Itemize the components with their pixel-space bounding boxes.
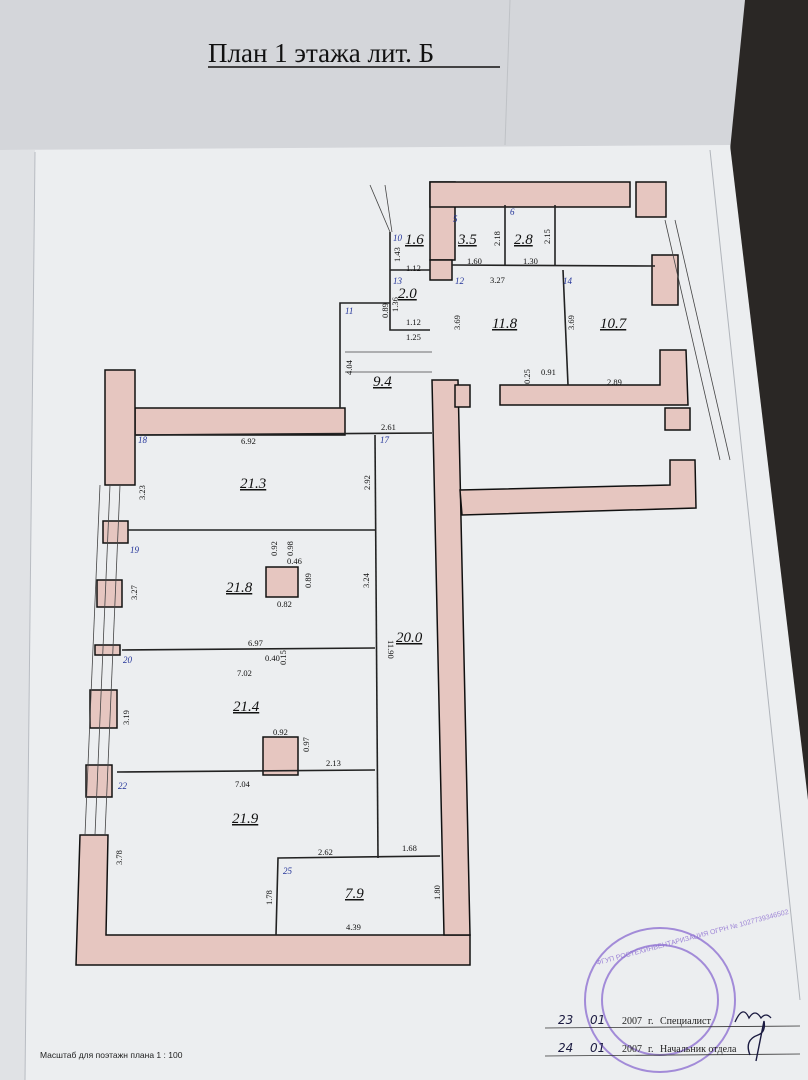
dimension-label: 7.04 <box>235 779 251 789</box>
room-number: 5 <box>453 214 458 224</box>
dimension-label: 2.62 <box>318 847 333 857</box>
dimension-label: 1.68 <box>402 843 417 853</box>
room-number: 17 <box>380 435 390 445</box>
room-area: 11.8 <box>492 316 518 332</box>
plan-title: План 1 этажа лит. Б <box>208 38 434 68</box>
dimension-label: 2.15 <box>542 229 552 244</box>
dimension-label: 3.24 <box>361 572 371 588</box>
dimension-label: 0.25 <box>522 369 532 384</box>
signature-specialist: 23 01 2007 г. Специалист <box>544 1011 801 1029</box>
dimension-label: 1.30 <box>523 256 538 266</box>
dimension-label: 2.92 <box>362 475 372 490</box>
dimension-label: 3.27 <box>129 585 139 600</box>
dimension-label: 0.97 <box>301 737 311 752</box>
room-area: 3.5 <box>457 232 477 248</box>
dimension-label: 3.69 <box>566 315 576 330</box>
walls <box>75 181 697 966</box>
dimension-label: 2007 <box>622 1044 642 1055</box>
dimension-label: 24 <box>558 1041 573 1055</box>
room-area: 21.4 <box>233 699 260 715</box>
dimension-label: Начальник отдела <box>660 1044 737 1055</box>
dimension-label: 0.15 <box>278 650 288 665</box>
room-number: 11 <box>345 306 353 316</box>
room-number: 20 <box>123 655 133 665</box>
scale-label: Масштаб для поэтажн плана 1 : 100 <box>40 1050 183 1060</box>
dimension-label: 1.80 <box>432 885 442 900</box>
dimension-label: 6.97 <box>248 638 263 648</box>
dimension-label: 1.12 <box>406 263 421 273</box>
dimension-label: 01 <box>590 1013 605 1027</box>
dimension-label: 0.40 <box>265 653 280 663</box>
dimension-label: 0.92 <box>273 727 288 737</box>
room-number: 18 <box>138 435 148 445</box>
room-number: 13 <box>393 276 403 286</box>
dimension-label: 3.69 <box>452 315 462 330</box>
dimension-label: 2.89 <box>607 377 622 387</box>
dimension-label: 2.13 <box>326 758 341 768</box>
dimension-label: 01 <box>590 1041 605 1055</box>
room-number: 25 <box>283 866 293 876</box>
dimension-label: 1.43 <box>392 247 402 262</box>
room-area: 1.6 <box>405 232 424 248</box>
paper-sheet <box>0 145 808 1080</box>
dimension-label: 0.89 <box>303 573 313 588</box>
dimension-label: 3.78 <box>114 850 124 865</box>
dimension-label: 0.98 <box>285 541 295 556</box>
dimension-label: 4.39 <box>346 922 361 932</box>
room-number: 19 <box>130 545 140 555</box>
dimension-label: 2.61 <box>381 422 396 432</box>
dimension-label: 3.27 <box>490 275 505 285</box>
dimension-label: 3.23 <box>137 485 147 500</box>
dimension-label: 4.04 <box>344 359 354 375</box>
room-number: 14 <box>563 276 573 286</box>
room-areas: 1.6 3.5 2.8 2.0 11.8 10.7 9.4 21.3 21.8 … <box>226 232 628 902</box>
dimension-label: 23 <box>558 1013 573 1027</box>
dimension-label: 1.12 <box>406 317 421 327</box>
dimension-label: 2007 <box>622 1016 642 1027</box>
dimension-label: 1.36 <box>390 297 400 312</box>
dimension-label: 7.02 <box>237 668 252 678</box>
dimension-label: 2.18 <box>492 231 502 246</box>
dimension-label: 0.89 <box>380 303 390 318</box>
dimension-label: 1.60 <box>467 256 482 266</box>
dimension-label: 0.46 <box>287 556 302 566</box>
partitions <box>84 184 731 936</box>
dimension-label: г. <box>648 1044 653 1055</box>
room-area: 21.9 <box>232 811 259 827</box>
dimension-label: г. <box>648 1016 653 1027</box>
room-area: 21.8 <box>226 580 253 596</box>
dimension-label: 3.19 <box>121 710 131 725</box>
room-area: 2.0 <box>398 286 417 302</box>
dimension-label: 0.91 <box>541 367 556 377</box>
dimension-label: 11.90 <box>386 640 396 659</box>
signature-head-of-department: 24 01 2007 г. Начальник отдела <box>544 1020 801 1062</box>
dimension-labels: 1.43 1.12 1.60 2.18 1.30 2.15 3.27 0.89 … <box>114 229 622 932</box>
dimension-label: 1.25 <box>406 332 421 342</box>
dimension-label: 0.92 <box>269 541 279 556</box>
room-number: 12 <box>455 276 465 286</box>
room-number: 6 <box>510 207 515 217</box>
dimension-label: 1.78 <box>264 890 274 905</box>
paper-top-fold <box>0 0 745 155</box>
room-area: 2.8 <box>514 232 533 248</box>
room-numbers: 10 5 6 13 12 14 11 18 19 17 20 22 25 <box>118 207 573 876</box>
dimension-label: Специалист <box>660 1016 711 1027</box>
dimension-label: 6.92 <box>241 436 256 446</box>
room-number: 22 <box>118 781 128 791</box>
dimension-label: 0.82 <box>277 599 292 609</box>
room-area: 9.4 <box>373 374 392 390</box>
room-number: 10 <box>393 233 403 243</box>
room-area: 21.3 <box>240 476 266 492</box>
room-area: 10.7 <box>600 316 628 332</box>
room-area: 7.9 <box>345 886 364 902</box>
room-area: 20.0 <box>396 630 423 646</box>
